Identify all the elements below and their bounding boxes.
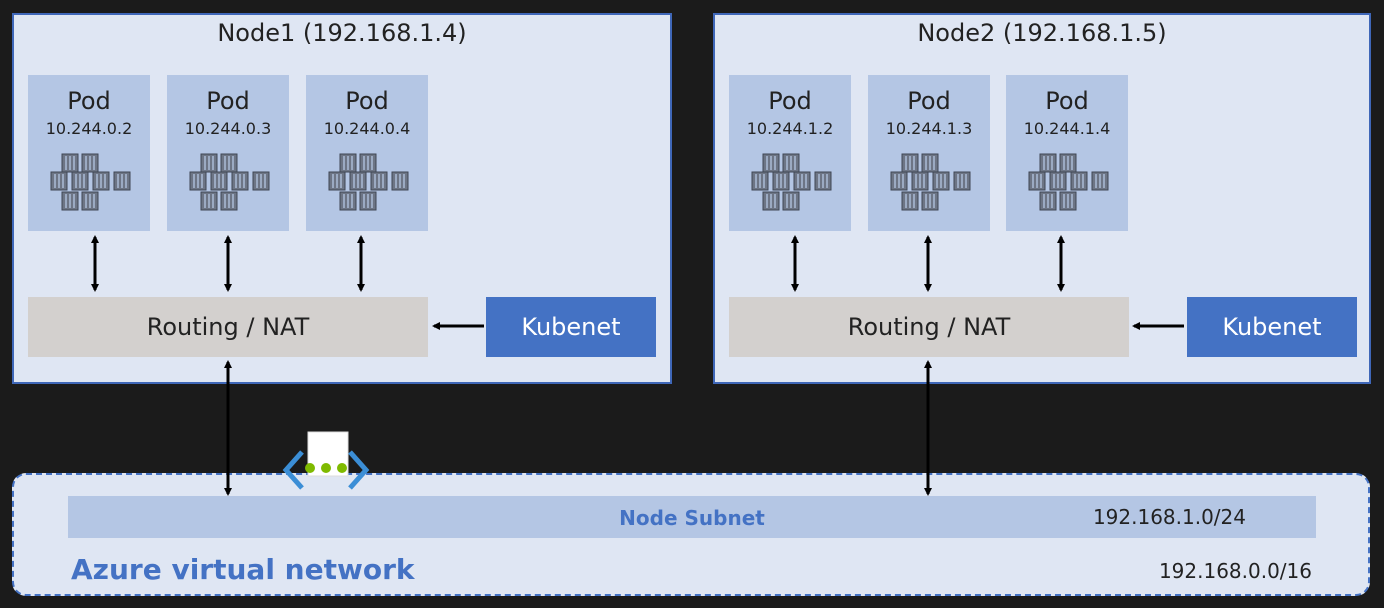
pod-label: Pod: [206, 87, 250, 115]
pod: Pod 10.244.1.3: [868, 75, 990, 231]
pod: Pod 10.244.1.2: [729, 75, 851, 231]
container-cluster-icon: [1028, 153, 1109, 211]
pod-ip: 10.244.1.2: [746, 119, 834, 138]
pod-ip: 10.244.1.4: [1023, 119, 1111, 138]
kubenet-box: Kubenet: [1187, 297, 1357, 357]
pod-ip: 10.244.1.3: [885, 119, 973, 138]
virtual-network-icon: [282, 431, 370, 490]
node-2: Node2 (192.168.1.5) Pod 10.244.1.2 Pod 1…: [713, 13, 1371, 384]
pod-ip: 10.244.0.4: [323, 119, 411, 138]
pod-label: Pod: [345, 87, 389, 115]
container-cluster-icon: [50, 153, 131, 211]
container-cluster-icon: [328, 153, 409, 211]
node-title: Node2 (192.168.1.5): [917, 19, 1167, 47]
pod: Pod 10.244.1.4: [1006, 75, 1128, 231]
pod-ip: 10.244.0.2: [45, 119, 133, 138]
node-title: Node1 (192.168.1.4): [217, 19, 467, 47]
routing-nat-box: Routing / NAT: [729, 297, 1129, 357]
node-subnet-label: Node Subnet: [619, 506, 765, 530]
pod-label: Pod: [768, 87, 812, 115]
vnet-label: Azure virtual network: [71, 553, 415, 586]
container-cluster-icon: [890, 153, 971, 211]
container-cluster-icon: [189, 153, 270, 211]
pod: Pod 10.244.0.4: [306, 75, 428, 231]
node-1: Node1 (192.168.1.4) Pod 10.244.0.2 Pod 1…: [12, 13, 672, 384]
kubenet-box: Kubenet: [486, 297, 656, 357]
vnet-cidr: 192.168.0.0/16: [1158, 559, 1312, 583]
pod-ip: 10.244.0.3: [184, 119, 272, 138]
pod: Pod 10.244.0.2: [28, 75, 150, 231]
pod-label: Pod: [1045, 87, 1089, 115]
container-cluster-icon: [751, 153, 832, 211]
node-subnet-cidr: 192.168.1.0/24: [1092, 505, 1246, 529]
pod: Pod 10.244.0.3: [167, 75, 289, 231]
node-subnet: Node Subnet 192.168.1.0/24: [68, 496, 1316, 538]
pod-label: Pod: [67, 87, 111, 115]
pod-label: Pod: [907, 87, 951, 115]
routing-nat-box: Routing / NAT: [28, 297, 428, 357]
azure-virtual-network: Node Subnet 192.168.1.0/24 Azure virtual…: [12, 473, 1370, 596]
